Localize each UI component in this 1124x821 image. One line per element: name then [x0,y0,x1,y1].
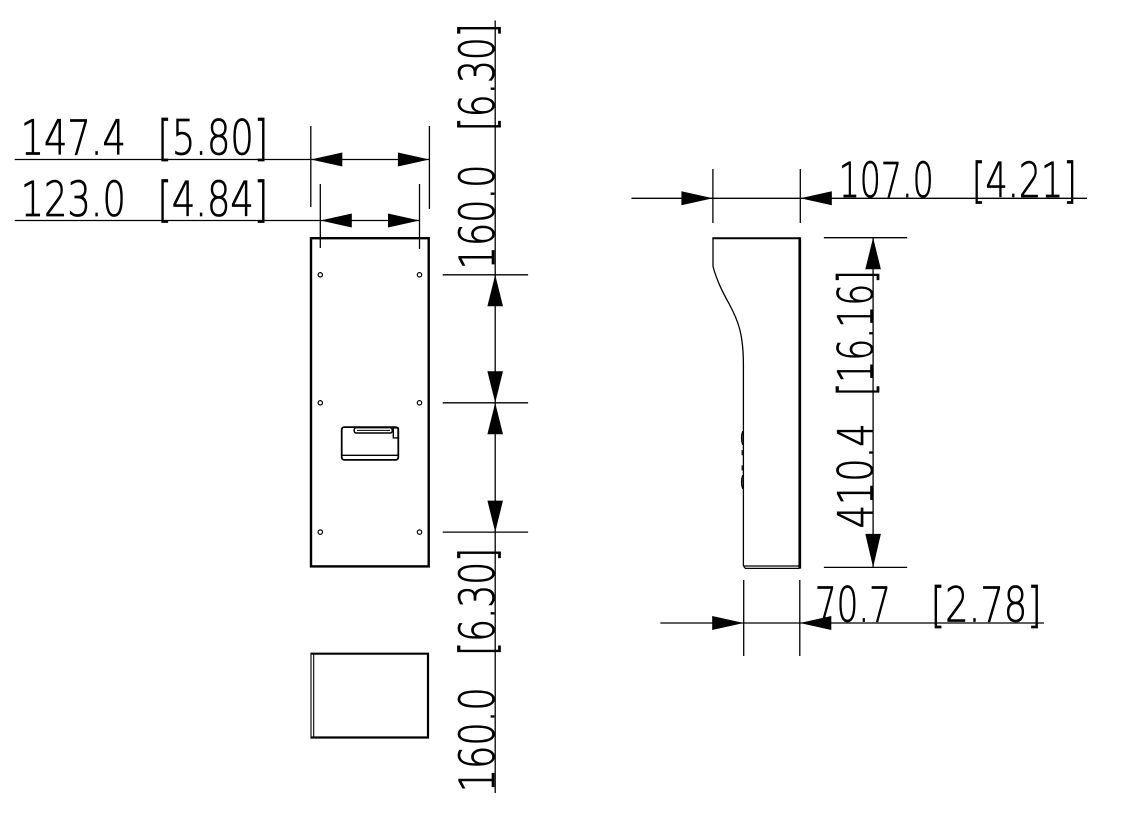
top-view-outline [311,652,430,739]
arrowhead-down [487,500,503,533]
connector-slot [353,426,393,434]
side-button [740,474,744,490]
dim-hole-spacing-vertical: 160.0 [6.30] 160.0 [6.30] [442,20,529,793]
side-front-profile [712,238,745,566]
arrowhead-up [487,274,503,307]
dim-value: 160.0 [450,687,506,792]
mounting-hole [317,529,324,535]
front-panel-outline [309,236,430,568]
arrowhead-up [487,402,503,435]
arrowhead-left [320,213,352,228]
side-buttons [740,431,744,490]
mounting-hole [416,529,423,535]
dim-value: 410.4 [829,423,885,528]
dim-value: 70.7 [815,577,891,633]
mounting-holes [317,271,423,535]
dim-inches: [4.21] [972,153,1077,209]
front-view [309,236,430,568]
arrowhead-right [397,152,430,167]
mounting-hole [416,399,423,406]
dim-inches: [6.30] [450,23,506,131]
dim-inches: [6.30] [450,548,506,656]
dim-inches: [5.80] [158,111,269,167]
dim-value: 107.0 [839,153,934,209]
dim-hole-spacing-horizontal: 123.0 [4.84] [14,171,421,249]
dim-value: 160.0 [450,165,506,270]
arrowhead-right [712,616,744,630]
mounting-hole [416,271,423,278]
connector-latch [392,427,399,439]
dim-inches: [4.84] [158,172,269,228]
dim-inches: [16.16] [829,270,885,396]
side-view [712,237,802,569]
dim-top-depth: 107.0 [4.21] [631,152,1087,223]
mounting-hole [317,271,324,278]
arrowhead-right [681,191,713,206]
arrowhead-up [865,237,881,270]
arrowhead-left [799,616,832,630]
arrowhead-down [487,371,503,403]
mounting-hole [317,399,324,406]
arrowhead-left [800,191,832,206]
top-view [310,652,430,739]
dim-overall-height: 410.4 [16.16] [823,237,908,569]
dim-value: 123.0 [21,172,126,228]
connector-recess [340,426,400,461]
dim-overall-width: 147.4 [5.80] [14,110,431,209]
side-button [740,431,744,446]
dim-value: 147.4 [21,111,126,167]
side-bottom-lip [743,565,800,569]
dim-bottom-depth: 70.7 [2.78] [660,577,1044,656]
arrowhead-left [310,152,343,167]
arrowhead-right [388,213,420,228]
dim-inches: [2.78] [931,577,1042,633]
arrowhead-down [865,533,881,568]
